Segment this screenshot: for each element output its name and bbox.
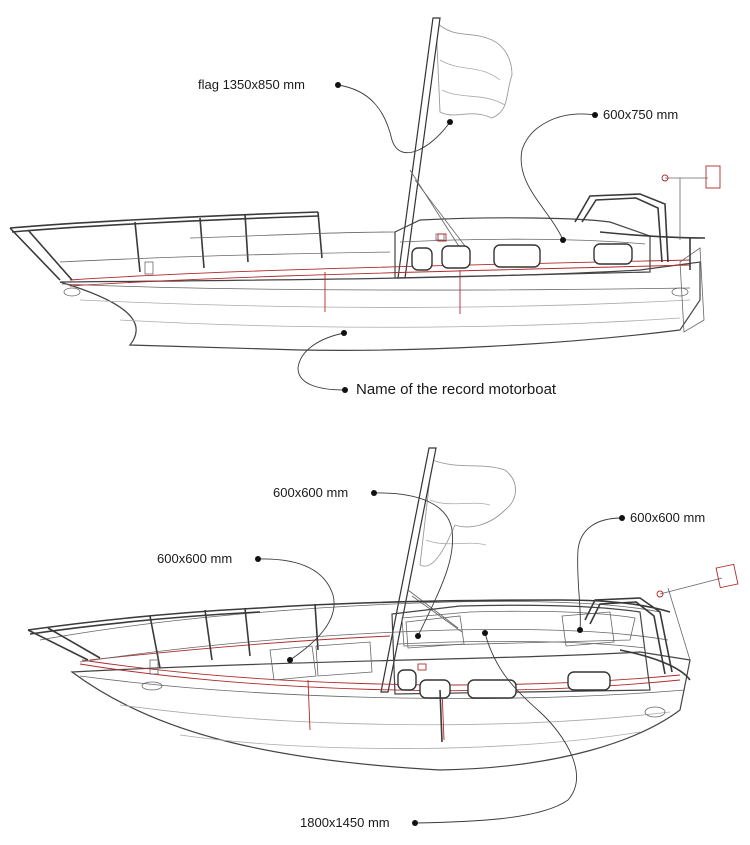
leader-dot-mast-deck-start (371, 490, 377, 496)
leader-cabin-roof (414, 632, 577, 824)
label-name: Name of the record motorboat (356, 381, 557, 398)
side-view-porthole-2 (441, 245, 471, 269)
side-view-porthole-3 (493, 244, 541, 268)
label-bow-hatch: 600x600 mm (157, 551, 233, 566)
leader-bow-hatch (257, 558, 335, 661)
leader-top-cabin (520, 113, 596, 241)
side-view-wind-vane (705, 165, 721, 189)
side-view-boat (9, 17, 721, 351)
side-view-flag (435, 20, 513, 119)
leader-dot-flag-end (447, 119, 453, 125)
stern-hatch (561, 611, 615, 647)
side-view-cabin (394, 217, 651, 279)
leader-dot-name-start (341, 330, 347, 336)
leader-mast-deck (373, 492, 454, 637)
cabin-roof-hatch (405, 615, 465, 649)
leader-dot-name-end (342, 387, 348, 393)
perspective-porthole-4 (567, 671, 611, 691)
bow-hatch (269, 645, 317, 681)
label-cabin-roof: 1800x1450 mm (300, 815, 390, 830)
side-view-hull (59, 261, 701, 351)
side-view-porthole-1 (411, 247, 433, 271)
leader-dot-cabin-roof-start (412, 820, 418, 826)
leader-name (297, 332, 346, 391)
perspective-flag (419, 459, 516, 567)
leader-dot-flag-start (335, 82, 341, 88)
label-mast-deck: 600x600 mm (273, 485, 349, 500)
leader-dot-cabin-roof-end (482, 630, 488, 636)
leader-stern-hatch (577, 517, 623, 631)
leader-dot-bow-hatch-end (287, 657, 293, 663)
leader-dot-top-cabin-start (592, 112, 598, 118)
perspective-wind-vane (715, 563, 739, 589)
label-flag: flag 1350x850 mm (198, 77, 305, 92)
side-view-mast (397, 17, 441, 279)
perspective-porthole-3 (467, 679, 517, 699)
perspective-porthole-1 (397, 669, 417, 691)
leader-dot-bow-hatch-start (255, 556, 261, 562)
perspective-cabin (391, 604, 651, 695)
label-top-cabin: 600x750 mm (603, 107, 679, 122)
leader-flag (337, 84, 451, 153)
leader-dot-stern-hatch-start (619, 515, 625, 521)
leader-dot-top-cabin-end (560, 237, 566, 243)
perspective-mast (380, 447, 437, 693)
label-stern-hatch: 600x600 mm (630, 510, 706, 525)
perspective-boat (27, 447, 739, 771)
perspective-porthole-2 (419, 679, 451, 699)
leader-dot-mast-deck-end (415, 633, 421, 639)
side-view-porthole-4 (593, 243, 633, 265)
leader-dot-stern-hatch-end (577, 627, 583, 633)
